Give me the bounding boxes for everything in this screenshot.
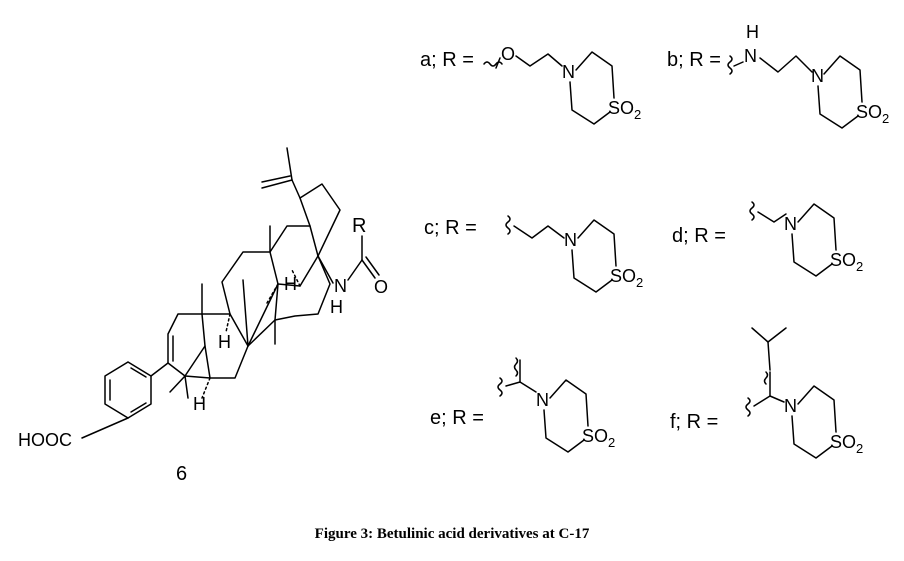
derivative-a: a; R = O N SO2	[420, 44, 641, 125]
ring-n-label: N	[811, 66, 824, 86]
compound-number: 6	[176, 463, 187, 485]
stereo-h-label: H	[193, 394, 206, 414]
derivative-f: f; R = N SO2	[670, 327, 863, 459]
ring-d	[269, 225, 331, 321]
benzene-ring	[81, 361, 169, 439]
derivative-label: f; R =	[670, 411, 718, 433]
ring-e	[261, 147, 341, 257]
amide-h-label: H	[330, 297, 343, 317]
derivative-label: a; R =	[420, 49, 474, 71]
derivative-label: c; R =	[424, 217, 477, 239]
derivative-label: d; R =	[672, 225, 726, 247]
ring-c	[221, 225, 279, 347]
stereo-h-label: H	[218, 332, 231, 352]
linker-h-label: H	[746, 22, 759, 42]
derivative-c: c; R = N SO2	[424, 215, 643, 293]
ring-b	[201, 279, 249, 399]
oxygen-label: O	[501, 44, 515, 64]
ring-s-label: SO2	[856, 102, 889, 126]
ring-a	[167, 283, 211, 399]
hooc-label: HOOC	[18, 430, 72, 450]
ring-n-label: N	[562, 62, 575, 82]
scaffold-structure: HOOC	[18, 147, 388, 485]
r-substituent-label: R	[352, 215, 366, 237]
derivative-label: b; R =	[667, 49, 721, 71]
stereo-h-label: H	[284, 274, 297, 294]
figure-caption: Figure 3: Betulinic acid derivatives at …	[314, 526, 590, 542]
ring-n-label: N	[784, 396, 797, 416]
derivative-d: d; R = N SO2	[672, 201, 863, 277]
ring-s-label: SO2	[610, 266, 643, 290]
amide-n-label: N	[334, 276, 347, 296]
ring-s-label: SO2	[582, 426, 615, 450]
carbonyl-o-label: O	[374, 277, 388, 297]
ring-s-label: SO2	[608, 98, 641, 122]
linker-n-label: N	[744, 46, 757, 66]
ring-n-label: N	[564, 230, 577, 250]
amide-linkage	[317, 235, 380, 284]
ring-n-label: N	[784, 214, 797, 234]
ring-s-label: SO2	[830, 250, 863, 274]
derivative-b: b; R = H N N SO2	[667, 22, 889, 129]
ring-s-label: SO2	[830, 432, 863, 456]
ring-n-label: N	[536, 390, 549, 410]
derivative-label: e; R =	[430, 407, 484, 429]
derivative-e: e; R = N SO2	[430, 357, 615, 453]
